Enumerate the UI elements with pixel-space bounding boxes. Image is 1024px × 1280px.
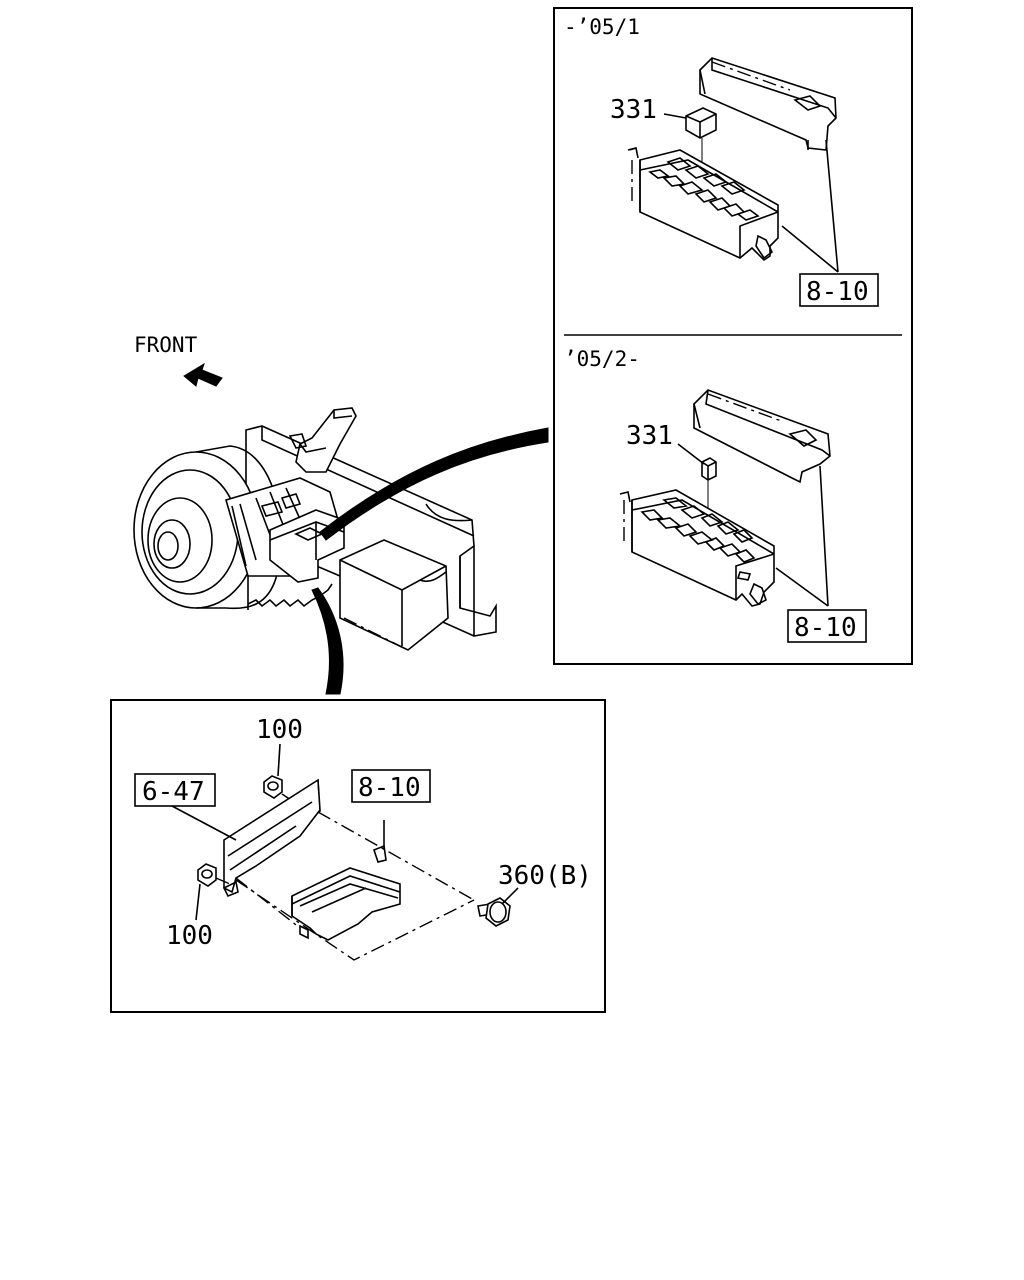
- relay-label-early: 331: [610, 95, 657, 125]
- fusebox-body-late: [619, 489, 775, 607]
- pointer-to-inset: [319, 427, 549, 541]
- fusebox-lid-early: [699, 57, 837, 151]
- bracket-label-box: [134, 773, 216, 807]
- fusebox-detail: [291, 820, 401, 941]
- fusebox-body-early: [627, 147, 779, 262]
- nut-top: [263, 775, 295, 803]
- assembly-lines: [235, 811, 475, 961]
- fusebox-label-box-late: [787, 609, 867, 643]
- pointer-to-detail: [311, 587, 344, 695]
- front-label: FRONT: [134, 333, 198, 357]
- fusebox-label-early: 8-10: [806, 277, 869, 307]
- fusebox-label-main: 8-10: [358, 773, 421, 803]
- leader-early-lid: [825, 139, 839, 273]
- nut-label-top: 100: [256, 715, 303, 745]
- bracket-label: 6-47: [142, 777, 205, 807]
- fusebox-label-box-main: [351, 769, 431, 803]
- leader-early-body: [781, 225, 839, 273]
- fusebox-label-late: 8-10: [794, 613, 857, 643]
- leader-late-lid: [819, 465, 829, 607]
- inset-frame: [553, 7, 913, 665]
- relay-label-late: 331: [626, 421, 673, 451]
- detail-frame: [110, 699, 606, 1013]
- nut-bottom: [197, 863, 231, 887]
- bracket: [222, 778, 321, 898]
- front-arrow-icon: [183, 362, 223, 387]
- fusebox-lid-late: [693, 389, 831, 484]
- vehicle-overview: [133, 407, 497, 651]
- nut-label-bottom: 100: [166, 921, 213, 951]
- bolt-label: 360(B): [498, 861, 592, 891]
- bolt: [477, 897, 511, 927]
- fusebox-label-box-early: [799, 273, 879, 307]
- period-label-early: -’05/1: [564, 15, 640, 39]
- period-label-late: ’05/2-: [564, 347, 640, 371]
- leader-late-body: [775, 567, 829, 607]
